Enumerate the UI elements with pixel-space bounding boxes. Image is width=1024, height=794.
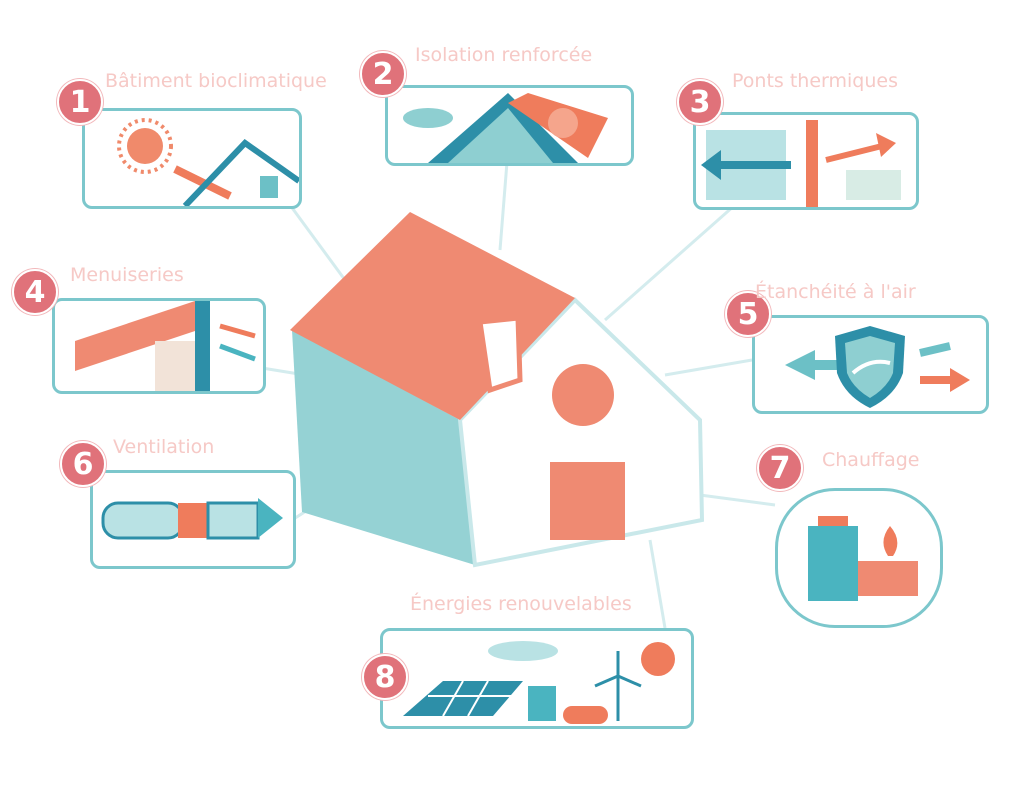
sun-house-icon <box>117 118 299 206</box>
label-heating: Chauffage <box>822 449 920 471</box>
badge-3: 3 <box>677 79 723 125</box>
panel-heating <box>775 488 943 628</box>
badge-2: 2 <box>360 51 406 97</box>
panel-airtightness <box>752 315 989 414</box>
panel-renewables <box>380 628 694 729</box>
label-joinery: Menuiseries <box>70 264 184 286</box>
panel-thermal-bridges <box>693 112 919 210</box>
window-frame-icon <box>75 301 256 391</box>
panel-ventilation <box>90 470 296 569</box>
thermal-bridge-icon <box>701 120 901 207</box>
label-ventilation: Ventilation <box>113 436 215 458</box>
label-bioclimatic: Bâtiment bioclimatique <box>105 70 327 92</box>
duct-icon <box>101 498 283 540</box>
badge-8: 8 <box>362 654 408 700</box>
badge-5: 5 <box>725 291 771 337</box>
label-renewables: Énergies renouvelables <box>410 593 632 615</box>
solar-wind-icon <box>403 641 675 724</box>
panel-joinery <box>52 298 266 394</box>
round-window <box>552 364 614 426</box>
heater-icon <box>808 516 918 601</box>
house-left-wall <box>292 330 475 565</box>
door <box>550 462 625 540</box>
badge-1: 1 <box>57 79 103 125</box>
panel-bioclimatic <box>82 108 302 209</box>
badge-4: 4 <box>12 269 58 315</box>
label-insulation: Isolation renforcée <box>415 44 593 66</box>
label-thermal-bridges: Ponts thermiques <box>732 70 898 92</box>
roof-insulation-icon <box>403 93 608 163</box>
panel-insulation <box>385 85 634 166</box>
badge-7: 7 <box>757 445 803 491</box>
shield-airflow-icon <box>785 326 970 408</box>
badge-6: 6 <box>60 441 106 487</box>
chimney <box>477 315 523 394</box>
label-airtightness: Étanchéité à l'air <box>755 281 916 303</box>
